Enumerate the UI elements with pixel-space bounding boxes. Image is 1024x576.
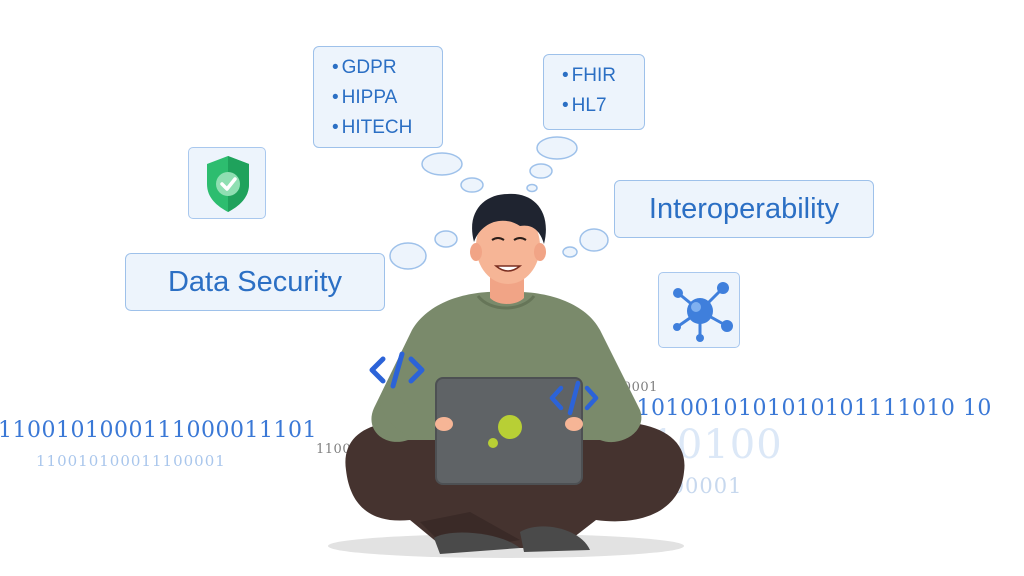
code-brackets-icon [369,351,425,389]
interoperability-label: Interoperability [648,192,840,225]
network-hub-icon [673,282,733,342]
interoperability-bubble: Interoperability [614,180,874,238]
hair [472,193,546,244]
shield-check-icon [207,156,249,212]
standards-bubble: FHIR HL7 [543,54,645,130]
standards-item: FHIR [562,61,630,91]
left-shoe [434,532,520,554]
compliance-bubble: GDPR HIPPA HITECH [313,46,443,148]
compliance-item: HITECH [332,113,428,143]
data-security-label: Data Security [167,265,343,298]
head [476,208,540,284]
compliance-item: HIPPA [332,83,428,113]
shield-card [188,147,266,219]
laptop-logo [498,415,522,439]
right-shoe [520,526,590,552]
standards-item: HL7 [562,91,630,121]
compliance-item: GDPR [332,53,428,83]
code-brackets-icon [549,380,599,416]
binary-stream-left: 1100101000111000011101 [0,418,317,443]
data-security-bubble: Data Security [125,253,385,311]
thought-bubble-trail [389,136,609,270]
binary-stream-right: 01010010101010101111010 10 [622,396,992,421]
network-card [658,272,740,348]
binary-stream-left-sub: 110010100011100001 [36,452,226,470]
